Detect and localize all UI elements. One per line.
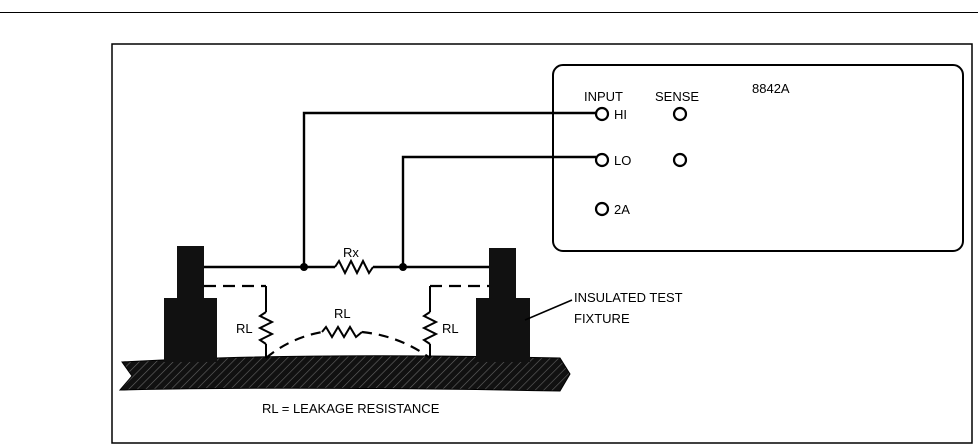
middle-rl-resistor [321, 325, 363, 339]
hi-junction [300, 263, 308, 271]
lo-lead-wire [401, 155, 596, 267]
right-post-bottom [476, 298, 530, 362]
sense-hi-terminal [672, 106, 688, 122]
input-label: INPUT [584, 89, 623, 104]
lo-terminal [594, 152, 610, 168]
rl-middle-label: RL [334, 306, 351, 321]
hi-lead-wire [302, 111, 596, 267]
page-top-rule [0, 12, 978, 13]
right-rl-resistor [421, 311, 439, 345]
amps-terminal [594, 201, 610, 217]
left-rl-resistor [257, 311, 275, 345]
hi-terminal-label: HI [614, 107, 627, 122]
fixture-label-line1: INSULATED TEST [574, 290, 683, 305]
left-post-bottom [164, 298, 217, 362]
left-post-top [177, 246, 204, 300]
fixture-label-line2: FIXTURE [574, 311, 630, 326]
lo-terminal-label: LO [614, 153, 631, 168]
amps-terminal-label: 2A [614, 202, 630, 217]
hi-terminal [594, 106, 610, 122]
sense-lo-terminal [672, 152, 688, 168]
rx-resistor [334, 258, 374, 276]
fixture-leader-line [524, 299, 573, 321]
lo-junction [399, 263, 407, 271]
rl-right-label: RL [442, 321, 459, 336]
middle-leak-arc-right [361, 330, 431, 359]
rx-label: Rx [343, 245, 359, 260]
leakage-caption: RL = LEAKAGE RESISTANCE [262, 401, 440, 416]
fixture-base [118, 355, 571, 392]
middle-leak-arc-left [265, 330, 323, 359]
figure-frame [111, 43, 973, 444]
meter-model: 8842A [752, 81, 790, 96]
sense-label: SENSE [655, 89, 699, 104]
rl-left-label: RL [236, 321, 253, 336]
right-post-top [489, 248, 516, 300]
